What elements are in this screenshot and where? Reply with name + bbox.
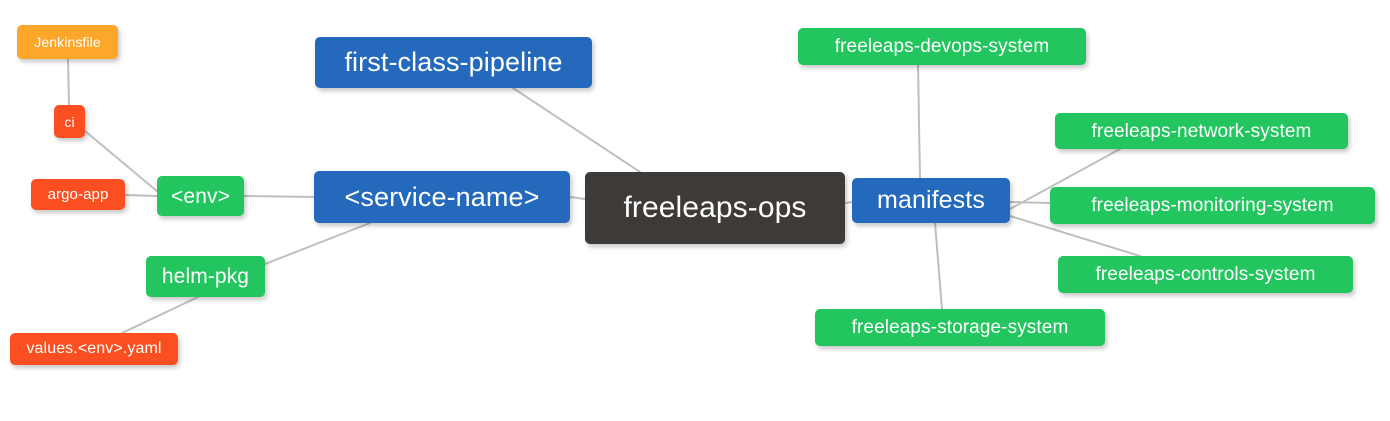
- node-argo-app[interactable]: argo-app: [31, 179, 125, 210]
- edge-argoapp-env: [124, 194, 158, 197]
- edge-ops-manifests: [844, 201, 853, 204]
- node-env[interactable]: <env>: [157, 176, 244, 216]
- node-service-name[interactable]: <service-name>: [314, 171, 570, 223]
- node-helm-pkg[interactable]: helm-pkg: [146, 256, 265, 297]
- node-label-ci: ci: [64, 113, 75, 130]
- edge-manifests-storage: [934, 222, 943, 310]
- node-label-manifests: manifests: [877, 186, 985, 214]
- node-manifests[interactable]: manifests: [852, 178, 1010, 223]
- node-label-freeleaps-monitoring-system: freeleaps-monitoring-system: [1091, 195, 1334, 216]
- node-label-freeleaps-network-system: freeleaps-network-system: [1091, 120, 1312, 142]
- edge-servicename-helmpkg: [264, 222, 371, 265]
- node-label-service-name: <service-name>: [344, 181, 540, 212]
- node-jenkinsfile[interactable]: Jenkinsfile: [17, 25, 118, 59]
- node-label-argo-app: argo-app: [47, 186, 109, 203]
- node-label-first-class-pipeline: first-class-pipeline: [344, 47, 563, 77]
- node-ci[interactable]: ci: [54, 105, 85, 138]
- node-label-helm-pkg: helm-pkg: [161, 265, 250, 288]
- node-label-freeleaps-storage-system: freeleaps-storage-system: [851, 317, 1069, 338]
- node-freeleaps-ops[interactable]: freeleaps-ops: [585, 172, 845, 244]
- node-label-freeleaps-controls-system: freeleaps-controls-system: [1095, 264, 1316, 285]
- node-values-env-yaml[interactable]: values.<env>.yaml: [10, 333, 178, 365]
- node-freeleaps-network-system[interactable]: freeleaps-network-system: [1055, 113, 1348, 149]
- edge-manifests-devops: [917, 64, 921, 179]
- node-label-freeleaps-devops-system: freeleaps-devops-system: [834, 36, 1050, 57]
- edge-env-servicename: [243, 195, 315, 198]
- edge-helmpkg-values: [121, 296, 199, 334]
- node-label-env: <env>: [171, 184, 230, 208]
- node-label-jenkinsfile: Jenkinsfile: [34, 34, 101, 50]
- node-freeleaps-storage-system[interactable]: freeleaps-storage-system: [815, 309, 1105, 346]
- node-freeleaps-controls-system[interactable]: freeleaps-controls-system: [1058, 256, 1353, 293]
- edge-servicename-ops: [569, 196, 586, 200]
- node-label-freeleaps-ops: freeleaps-ops: [623, 191, 807, 224]
- node-freeleaps-devops-system[interactable]: freeleaps-devops-system: [798, 28, 1086, 65]
- edge-manifests-monitoring: [1009, 201, 1051, 204]
- node-label-values-env-yaml: values.<env>.yaml: [26, 340, 162, 357]
- node-first-class-pipeline[interactable]: first-class-pipeline: [315, 37, 592, 88]
- edge-pipeline-ops: [512, 87, 641, 173]
- node-freeleaps-monitoring-system[interactable]: freeleaps-monitoring-system: [1050, 187, 1375, 224]
- edge-jenkinsfile-ci: [67, 58, 70, 106]
